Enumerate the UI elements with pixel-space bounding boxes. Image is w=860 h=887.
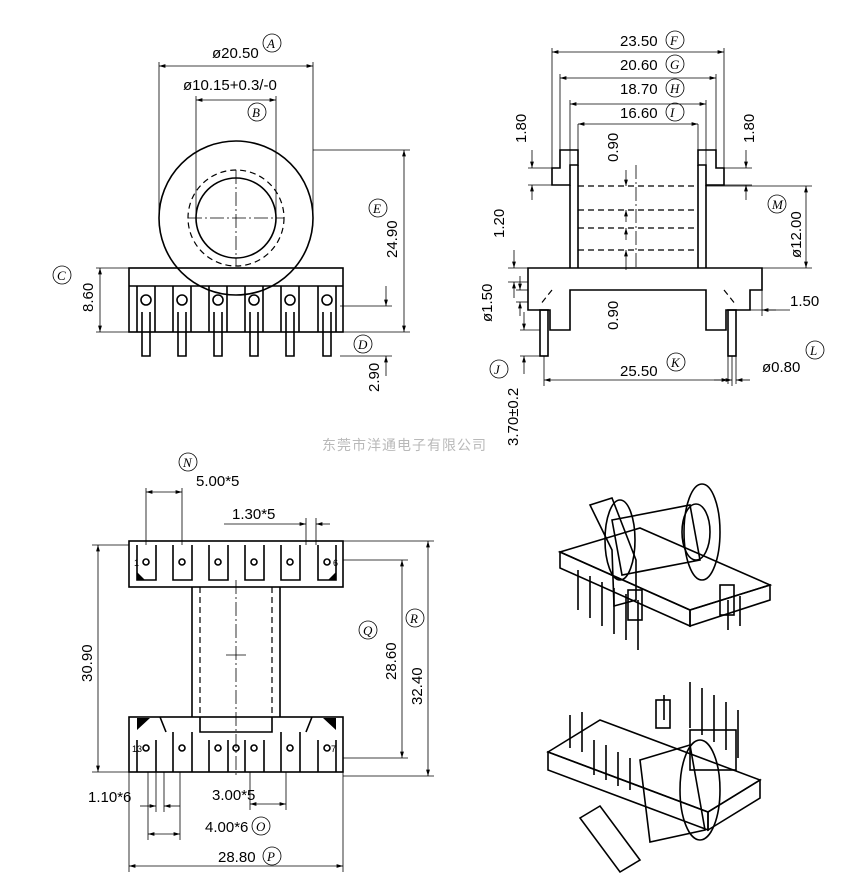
dim-pin-height: 3.70±0.2 bbox=[505, 388, 522, 446]
dim-core-diameter: ø12.00 bbox=[788, 211, 805, 258]
svg-text:I: I bbox=[669, 105, 675, 120]
svg-text:R: R bbox=[409, 611, 418, 626]
svg-text:Q: Q bbox=[363, 623, 373, 638]
pin-label-6: 6 bbox=[333, 558, 338, 568]
dim-flange-width: 20.60 bbox=[620, 57, 658, 74]
dim-wall-bottom: 0.90 bbox=[605, 301, 622, 330]
dim-pad-span: 28.60 bbox=[383, 642, 400, 680]
dim-pin-length: 2.90 bbox=[366, 363, 383, 392]
front-pin-row bbox=[136, 286, 337, 357]
dim-base-height: 8.60 bbox=[80, 283, 97, 312]
front-base bbox=[128, 267, 344, 333]
dim-total-height: 24.90 bbox=[384, 220, 401, 258]
dim-pitch-secondary: 3.00*5 bbox=[212, 787, 255, 804]
side-view: 23.50 F 20.60 G 18.70 H 16.60 I 1.80 1. bbox=[479, 30, 825, 446]
dim-base-width: 28.80 bbox=[218, 849, 256, 866]
dim-flange-left: 1.80 bbox=[513, 114, 530, 143]
svg-text:N: N bbox=[182, 455, 193, 470]
svg-text:J: J bbox=[494, 362, 501, 377]
dim-pin-span: 25.50 bbox=[620, 363, 658, 380]
svg-text:B: B bbox=[252, 105, 260, 120]
pin-label-7: 7 bbox=[331, 744, 336, 754]
dim-pin-pitch: 5.00*5 bbox=[196, 473, 239, 490]
left-flange-top bbox=[551, 149, 579, 186]
svg-text:C: C bbox=[57, 268, 66, 283]
svg-text:K: K bbox=[670, 355, 681, 370]
watermark-text: 东莞市洋通电子有限公司 bbox=[322, 437, 487, 454]
svg-text:D: D bbox=[357, 337, 368, 352]
dim-outer-diameter: ø20.50 bbox=[212, 45, 259, 62]
dim-bore-diameter: ø10.15+0.3/-0 bbox=[183, 77, 277, 94]
pin-label-13: 13 bbox=[132, 744, 142, 754]
dim-standoff-diameter: ø1.50 bbox=[479, 284, 496, 322]
svg-text:G: G bbox=[670, 57, 680, 72]
dim-slot-width: 1.30*5 bbox=[232, 506, 275, 523]
dim-wall-top: 0.90 bbox=[605, 133, 622, 162]
svg-text:M: M bbox=[771, 197, 784, 212]
dim-flange-right: 1.80 bbox=[741, 114, 758, 143]
dim-pin-diameter: ø0.80 bbox=[762, 359, 800, 376]
dim-pitch-tertiary: 4.00*6 bbox=[205, 819, 248, 836]
bottom-view: 1 6 13 7 5.00*5 N 1.30*5 bbox=[79, 452, 434, 872]
svg-text:O: O bbox=[256, 819, 266, 834]
side-pin-right bbox=[727, 309, 737, 357]
dim-total-length: 32.40 bbox=[409, 667, 426, 705]
dim-body-height: 30.90 bbox=[79, 644, 96, 682]
side-base bbox=[527, 267, 763, 331]
dim-winding-width: 16.60 bbox=[620, 105, 658, 122]
side-pin-left bbox=[539, 309, 549, 357]
svg-text:H: H bbox=[669, 81, 680, 96]
isometric-view-top bbox=[557, 483, 773, 650]
dim-standoff-height: 1.50 bbox=[790, 293, 819, 310]
isometric-view-bottom bbox=[546, 682, 762, 874]
right-flange-top bbox=[697, 149, 725, 186]
svg-text:P: P bbox=[266, 849, 275, 864]
svg-text:F: F bbox=[669, 33, 679, 48]
bottom-pin-pads: 13 7 bbox=[132, 716, 337, 772]
front-view: ø20.50 A ø10.15+0.3/-0 B 8.60 C 24.90 E … bbox=[52, 33, 410, 392]
dim-step: 1.20 bbox=[491, 209, 508, 238]
svg-text:A: A bbox=[266, 36, 275, 51]
dim-overall-width: 23.50 bbox=[620, 33, 658, 50]
svg-text:E: E bbox=[372, 201, 381, 216]
top-pin-pads: 1 6 bbox=[134, 545, 338, 581]
dim-wall-outer: 18.70 bbox=[620, 81, 658, 98]
svg-text:L: L bbox=[809, 343, 817, 358]
pin-label-1: 1 bbox=[134, 558, 139, 568]
dim-pad-width: 1.10*6 bbox=[88, 789, 131, 806]
